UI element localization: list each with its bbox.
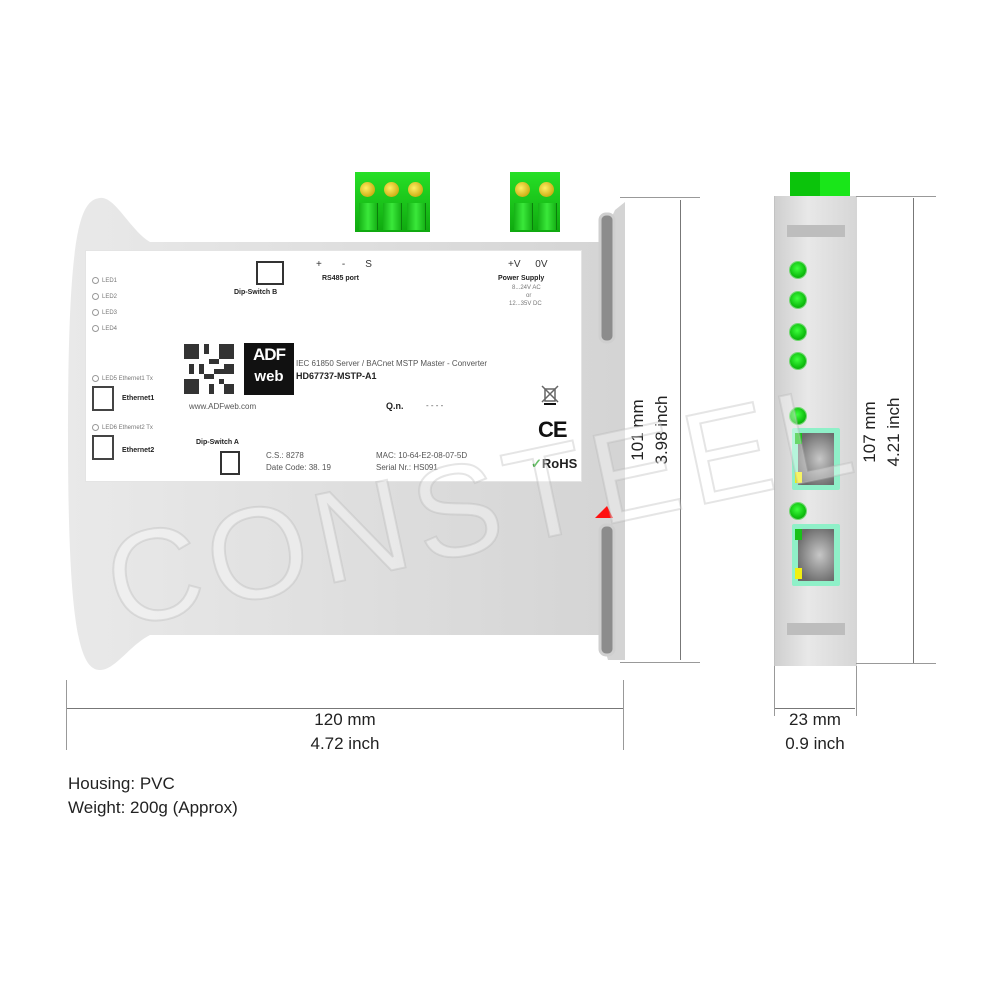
specs: Housing: PVC Weight: 200g (Approx) <box>68 772 238 820</box>
side-led-4 <box>790 353 806 369</box>
ethernet2-label: Ethernet2 <box>122 447 155 454</box>
vent-slot-top <box>787 225 845 237</box>
weee-crossed-bin-icon <box>541 385 559 405</box>
power-spec-dc: 12...35V DC <box>509 301 542 307</box>
side-width-ext-right <box>856 666 857 716</box>
dip-switch-a-icon <box>220 451 240 475</box>
rs485-terminal-block <box>355 172 430 232</box>
side-width-ext-left <box>774 666 775 716</box>
cs-label: C.S.: 8278 <box>266 451 304 460</box>
front-view: LED1 LED2 LED3 LED4 Dip-Switch B +-S RS4… <box>66 172 700 753</box>
width-ext-left <box>66 680 67 750</box>
dip-switch-a-label: Dip-Switch A <box>196 439 239 446</box>
ethernet1-port-icon <box>92 386 114 411</box>
qr-code-icon <box>184 344 234 394</box>
logo-text-top: ADF <box>253 345 286 364</box>
height-dimension-line <box>620 197 700 198</box>
side-led-3 <box>790 324 806 340</box>
height-arrow-line <box>680 200 681 660</box>
eth2-led-indicator: LED6 Ethernet2 Tx <box>92 424 153 431</box>
qn-value: - - - - <box>426 401 444 410</box>
ethernet2-port-icon <box>92 435 114 460</box>
website-link: www.ADFweb.com <box>189 402 257 411</box>
led3-indicator: LED3 <box>92 309 117 316</box>
side-led-2 <box>790 292 806 308</box>
side-height-ext-top <box>856 196 936 197</box>
product-description: IEC 61850 Server / BACnet MSTP Master - … <box>296 359 488 368</box>
side-terminal-block <box>790 172 850 197</box>
width-dimension-label: 120 mm 4.72 inch <box>310 710 380 753</box>
power-spec-ac: 8...24V AC <box>512 285 541 291</box>
height-dimension-label: 101 mm 3.98 inch <box>628 395 671 465</box>
side-height-arrow-line <box>913 198 914 663</box>
ethernet1-rj45-port <box>792 428 840 490</box>
rs485-port-label: RS485 port <box>322 275 359 282</box>
led4-indicator: LED4 <box>92 325 117 332</box>
side-view: 107 mm 4.21 inch 23 mm 0.9 inch <box>760 160 1000 760</box>
serial-number: Serial Nr.: HS091 <box>376 463 438 472</box>
side-height-ext-bottom <box>856 663 936 664</box>
date-code: Date Code: 38. 19 <box>266 463 331 472</box>
logo-text-bottom: web <box>254 368 284 385</box>
width-arrow-line <box>67 708 623 709</box>
ce-mark: CE <box>538 417 568 442</box>
side-width-arrow-line <box>775 708 855 709</box>
housing-spec: Housing: PVC <box>68 774 175 793</box>
power-terminal-block <box>510 172 560 232</box>
side-led-1 <box>790 262 806 278</box>
vent-slot-bottom <box>787 623 845 635</box>
led1-indicator: LED1 <box>92 277 117 284</box>
power-pin-labels: +V 0V <box>508 259 548 270</box>
side-width-dimension-label: 23 mm 0.9 inch <box>785 710 845 753</box>
rs485-pin-labels: +-S <box>316 259 392 270</box>
eth1-led-indicator: LED5 Ethernet1 Tx <box>92 375 153 382</box>
qn-label: Q.n. <box>386 401 404 411</box>
rohs-mark: ✓RoHS <box>531 456 578 471</box>
ethernet1-label: Ethernet1 <box>122 395 155 402</box>
power-spec-or: or <box>526 293 532 299</box>
height-dimension-bottom-ext <box>620 662 700 663</box>
dip-switch-b-icon <box>256 261 284 285</box>
product-code: HD67737-MSTP-A1 <box>296 371 377 381</box>
dip-switch-b-label: Dip-Switch B <box>234 289 278 296</box>
side-height-dimension-label: 107 mm 4.21 inch <box>860 397 903 467</box>
led2-indicator: LED2 <box>92 293 117 300</box>
side-led-5 <box>790 408 806 424</box>
mac-address: MAC: 10-64-E2-08-07-5D <box>376 451 468 460</box>
adfweb-logo: ADF web <box>244 343 294 395</box>
ethernet2-rj45-port <box>792 524 840 586</box>
weight-spec: Weight: 200g (Approx) <box>68 798 238 817</box>
product-label: LED1 LED2 LED3 LED4 Dip-Switch B +-S RS4… <box>85 250 582 482</box>
power-supply-label: Power Supply <box>498 275 545 282</box>
side-led-6 <box>790 503 806 519</box>
width-ext-right <box>623 680 624 750</box>
